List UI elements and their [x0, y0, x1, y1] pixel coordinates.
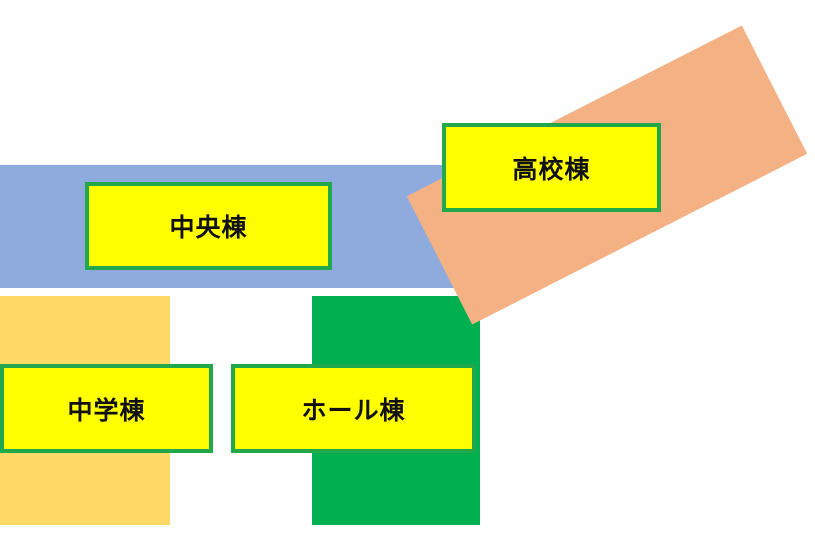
high-school-building-label: 高校棟	[442, 123, 661, 212]
central-building-label: 中央棟	[85, 182, 332, 270]
hall-building-label: ホール棟	[231, 364, 476, 453]
junior-high-building-label: 中学棟	[0, 364, 213, 453]
